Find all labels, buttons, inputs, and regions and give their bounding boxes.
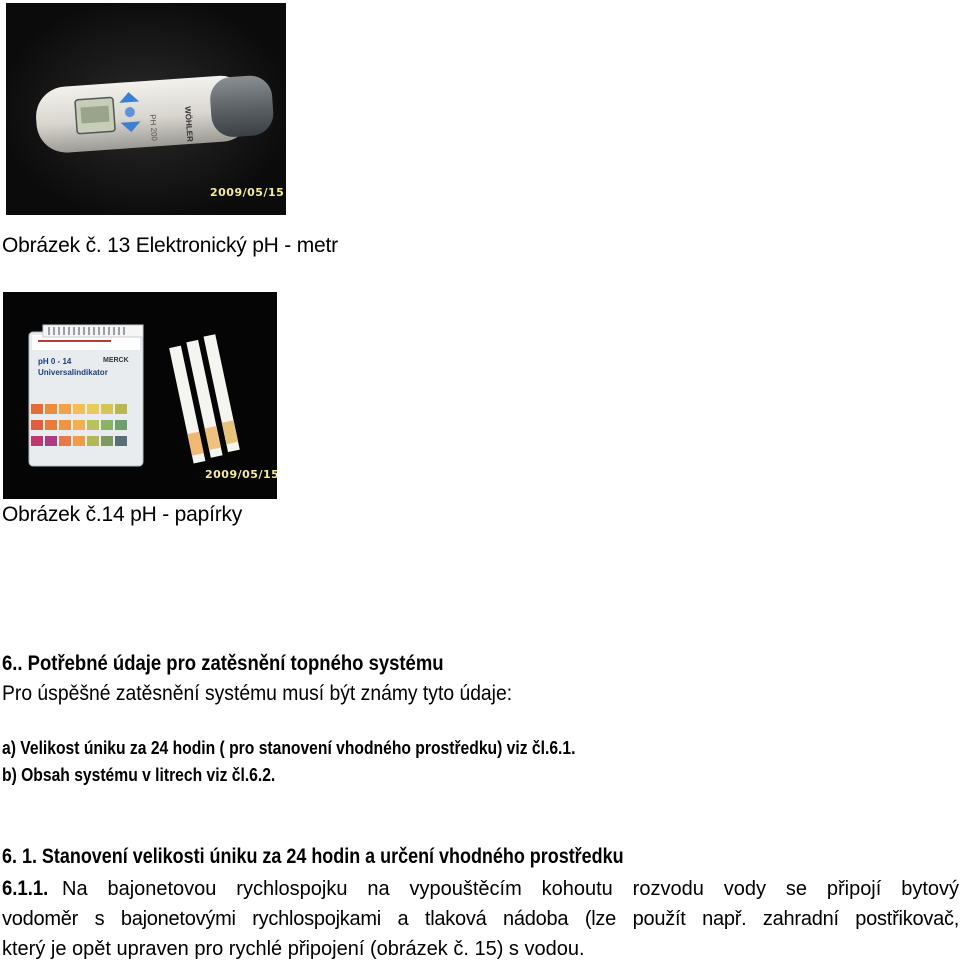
box-ph-range-label: pH 0 - 14 bbox=[38, 357, 72, 366]
ph-meter-photo: PH 200 WÖHLER 2009/05/15 bbox=[6, 3, 286, 215]
ph-paper-photo: pH 0 - 14 Universalindikator MERCK 2009/… bbox=[3, 292, 277, 499]
device-model-label: PH 200 bbox=[148, 114, 159, 142]
paragraph-number: 6.1.1. bbox=[2, 877, 49, 900]
photo-date-stamp-2: 2009/05/15 bbox=[205, 468, 277, 481]
ph-meter-illustration bbox=[36, 75, 274, 153]
paragraph-line-3: který je opět upraven pro rychlé připoje… bbox=[2, 938, 585, 960]
paragraph-first-line: 6.1.1. Na bajonetovou rychlospojku na vy… bbox=[2, 874, 959, 904]
ph-paper-illustration bbox=[28, 324, 240, 467]
requirement-a: a) Velikost úniku za 24 hodin ( pro stan… bbox=[2, 738, 576, 758]
box-indicator-label: Universalindikator bbox=[38, 368, 108, 377]
paragraph-line-1: Na bajonetovou rychlospojku na vypouštěc… bbox=[62, 878, 959, 900]
section-6-1-1-paragraph: 6.1.1. Na bajonetovou rychlospojku na vy… bbox=[2, 874, 959, 964]
figure-13-caption: Obrázek č. 13 Elektronický pH - metr bbox=[2, 234, 338, 257]
paragraph-line-2: vodoměr s bajonetovými rychlospojkami a … bbox=[2, 908, 959, 930]
section-6-1-heading: 6. 1. Stanovení velikosti úniku za 24 ho… bbox=[2, 845, 624, 868]
requirement-b: b) Obsah systému v litrech viz čl.6.2. bbox=[2, 765, 276, 785]
photo-date-stamp: 2009/05/15 bbox=[210, 186, 285, 199]
section-6-heading: 6.. Potřebné údaje pro zatěsnění topného… bbox=[2, 652, 444, 675]
figure-14-caption: Obrázek č.14 pH - papírky bbox=[2, 503, 243, 526]
section-6-intro: Pro úspěšné zatěsnění systému musí být z… bbox=[2, 682, 513, 705]
box-brand-label: MERCK bbox=[103, 357, 129, 364]
